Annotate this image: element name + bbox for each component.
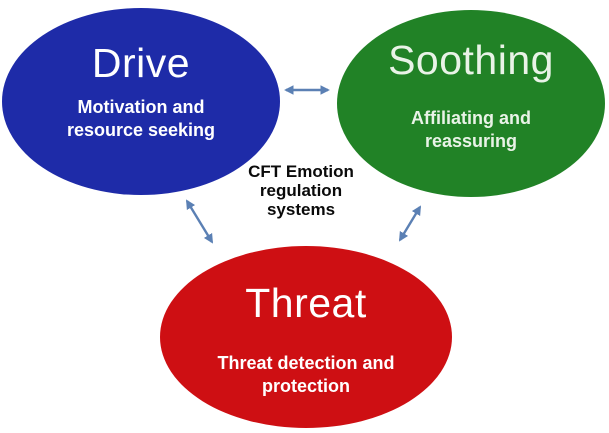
threat-subtitle: Threat detection and protection: [217, 352, 394, 398]
soothing-subtitle-line1: Affiliating and: [410, 108, 531, 128]
soothing-ellipse: Soothing Affiliating and reassuring: [337, 10, 605, 197]
center-label-line1: CFT Emotion: [248, 162, 354, 181]
drive-threat-double-arrow: [185, 199, 214, 244]
drive-subtitle: Motivation and resource seeking: [67, 96, 215, 142]
center-label-line2: regulation: [259, 181, 343, 200]
drive-ellipse: Drive Motivation and resource seeking: [2, 8, 280, 195]
soothing-content: Soothing Affiliating and reassuring: [388, 40, 554, 153]
center-label: CFT Emotion regulation systems: [221, 162, 381, 219]
threat-ellipse: Threat Threat detection and protection: [160, 246, 452, 428]
soothing-subtitle-line2: reassuring: [424, 131, 517, 151]
threat-title: Threat: [245, 279, 367, 326]
drive-subtitle-line2: resource seeking: [66, 120, 216, 140]
drive-content: Drive Motivation and resource seeking: [67, 43, 215, 142]
center-label-line3: systems: [266, 200, 336, 219]
threat-content: Threat Threat detection and protection: [217, 279, 394, 398]
soothing-threat-double-arrow: [398, 205, 422, 242]
threat-subtitle-line1: Threat detection and: [217, 352, 395, 373]
soothing-subtitle: Affiliating and reassuring: [411, 107, 531, 153]
soothing-title: Soothing: [388, 37, 554, 83]
drive-title: Drive: [91, 40, 191, 86]
threat-subtitle-line2: protection: [262, 375, 350, 396]
drive-subtitle-line1: Motivation and: [77, 97, 205, 117]
